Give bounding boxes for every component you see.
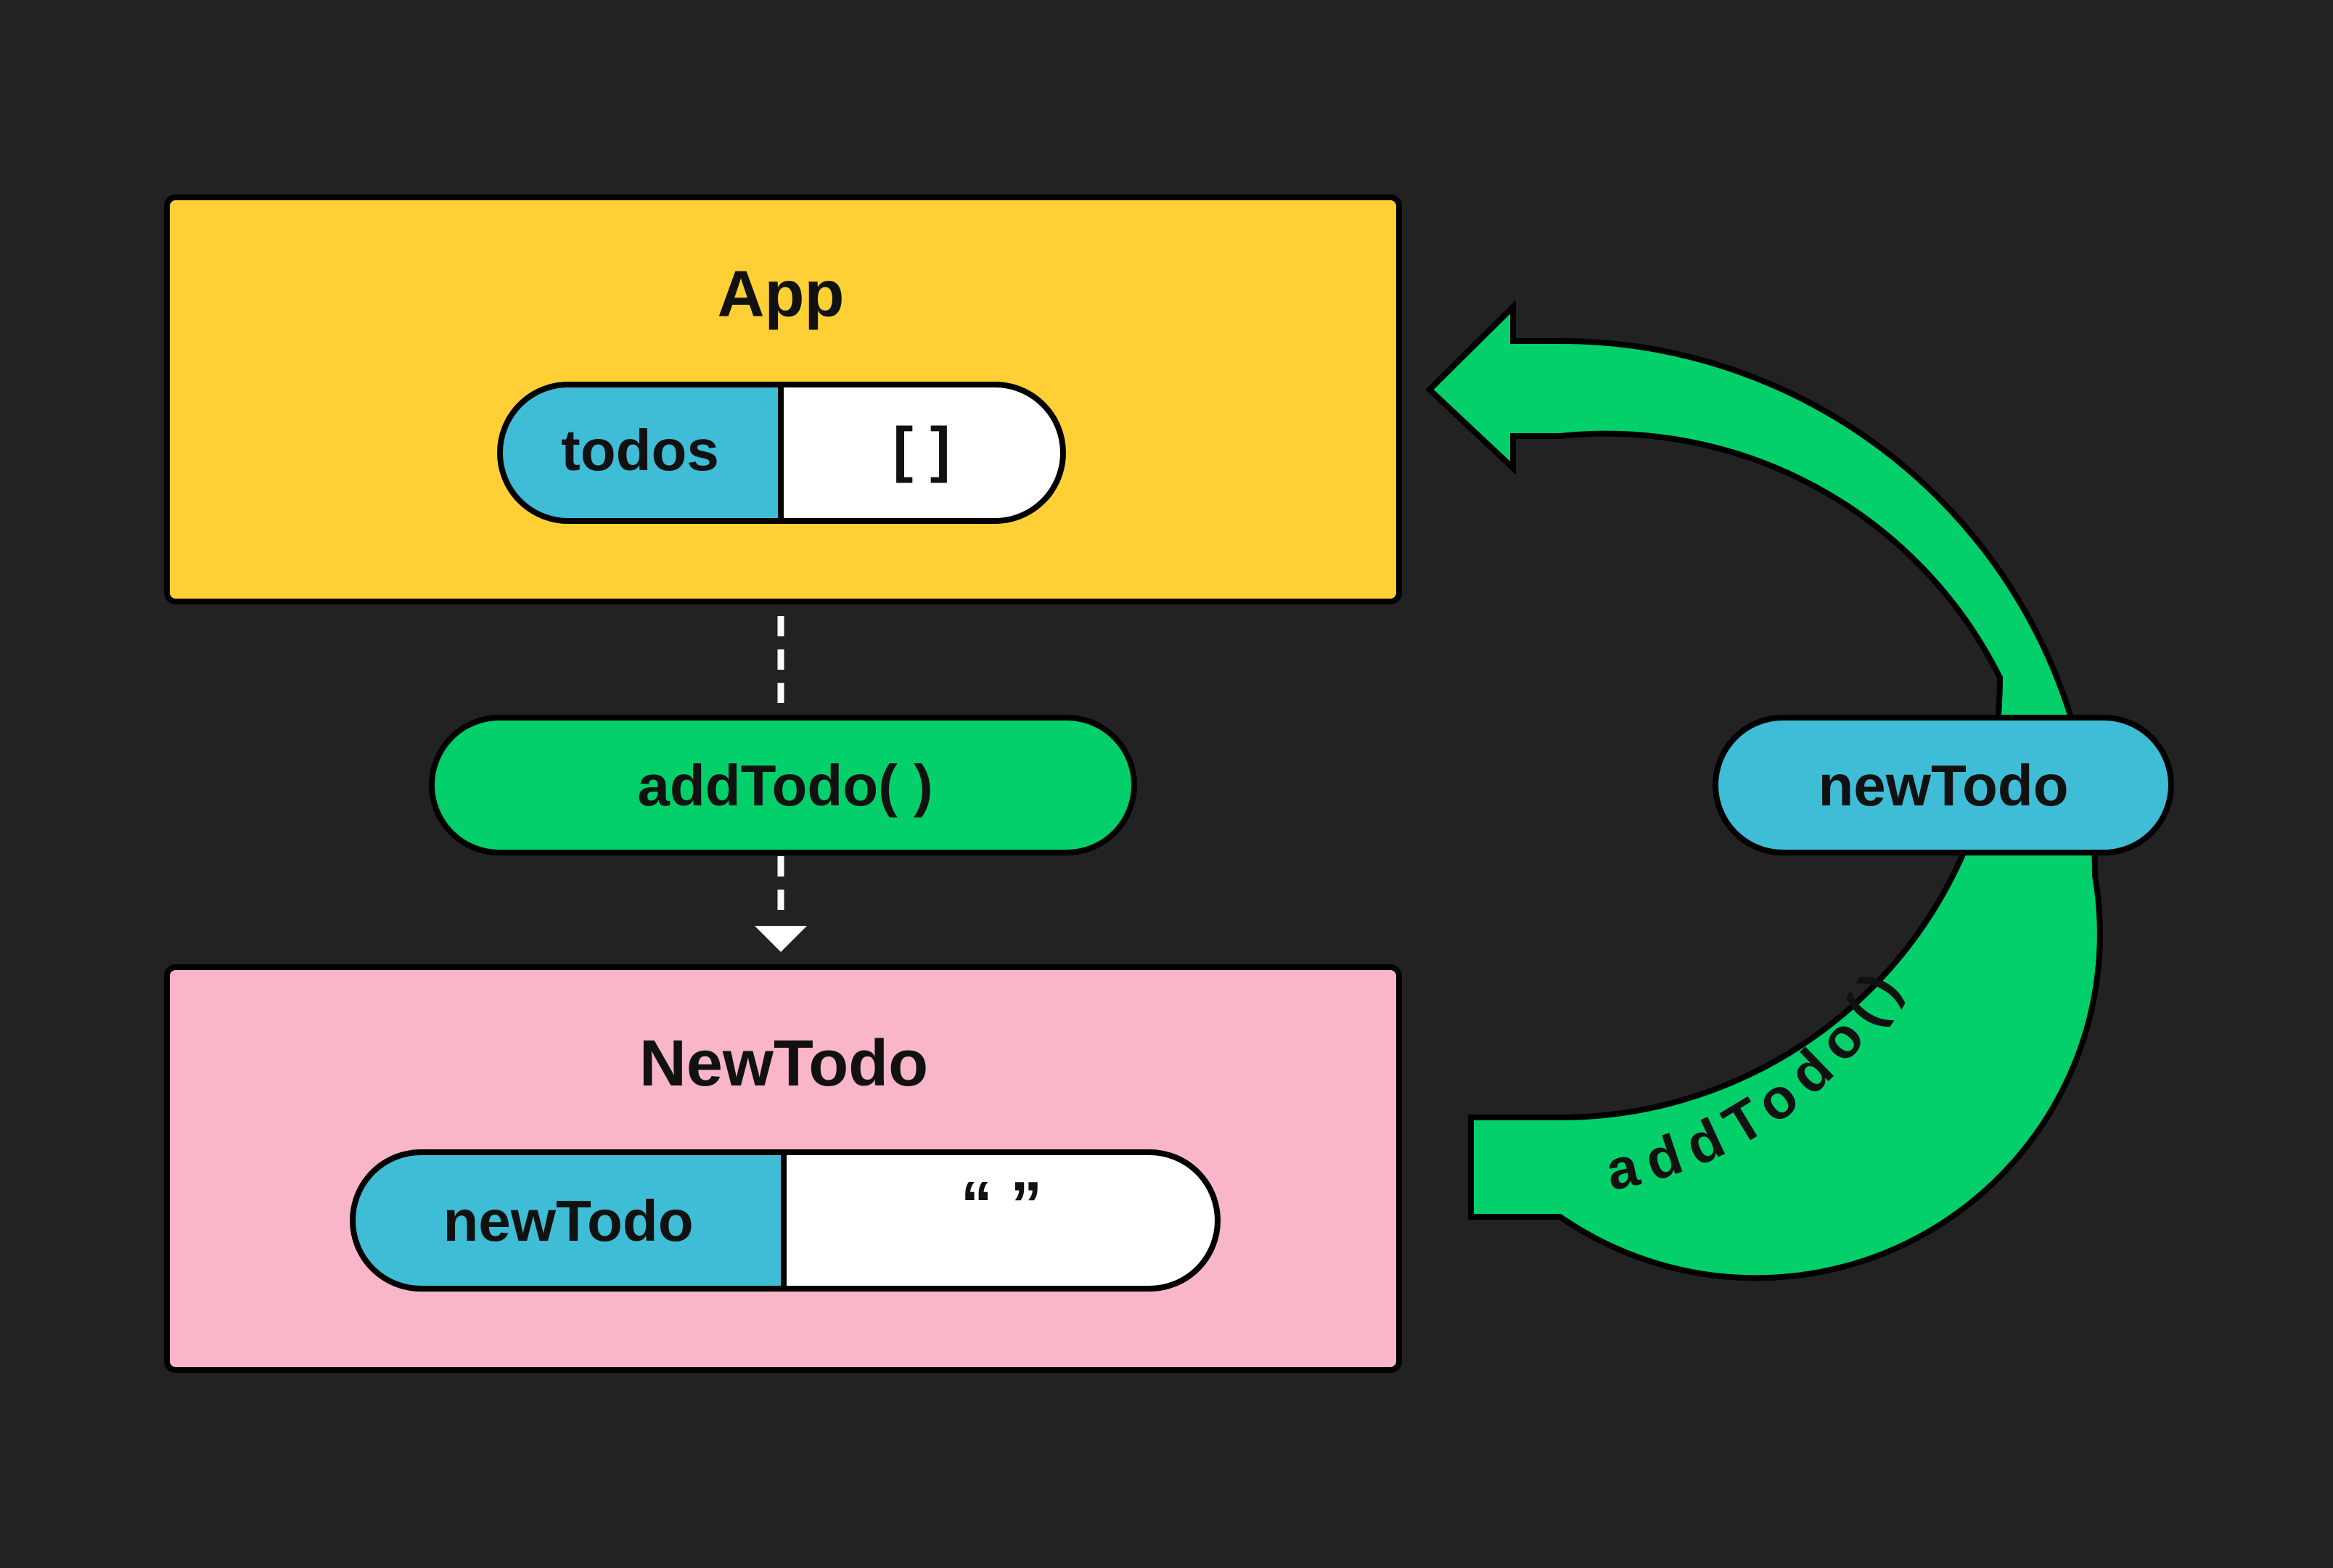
- todos-value-label: [ ]: [893, 415, 950, 483]
- add-todo-prop-pill: addTodo( ): [429, 715, 1137, 855]
- newtodo-state-pill: newTodo “ ”: [350, 1149, 1221, 1292]
- new-todo-payload-shape: [1713, 715, 2174, 855]
- newtodo-title: NewTodo: [639, 1027, 928, 1100]
- newtodo-component: NewTodo newTodo “ ”: [164, 964, 1402, 1373]
- new-todo-payload-pill: newTodo: [1713, 715, 2174, 855]
- newtodo-key-label: newTodo: [443, 1189, 693, 1253]
- todos-key-label: todos: [561, 418, 719, 483]
- down-arrowhead-icon: [755, 926, 807, 952]
- add-todo-prop-shape: [429, 715, 1137, 855]
- app-component: App todos [ ]: [164, 194, 1402, 604]
- new-todo-payload-label: newTodo: [1818, 753, 2068, 818]
- newtodo-value-label: “ ”: [961, 1168, 1042, 1240]
- app-title: App: [718, 258, 845, 331]
- curved-arrow-body: [1425, 300, 2103, 1281]
- todos-value-cell: [781, 385, 1063, 521]
- newtodo-key-cell: [353, 1152, 784, 1289]
- todos-state-pill: todos [ ]: [497, 382, 1066, 524]
- add-todo-prop-label: addTodo( ): [637, 753, 932, 818]
- todos-key-cell: [500, 385, 781, 521]
- newtodo-value-cell: [784, 1152, 1218, 1289]
- prop-connector: [755, 616, 807, 952]
